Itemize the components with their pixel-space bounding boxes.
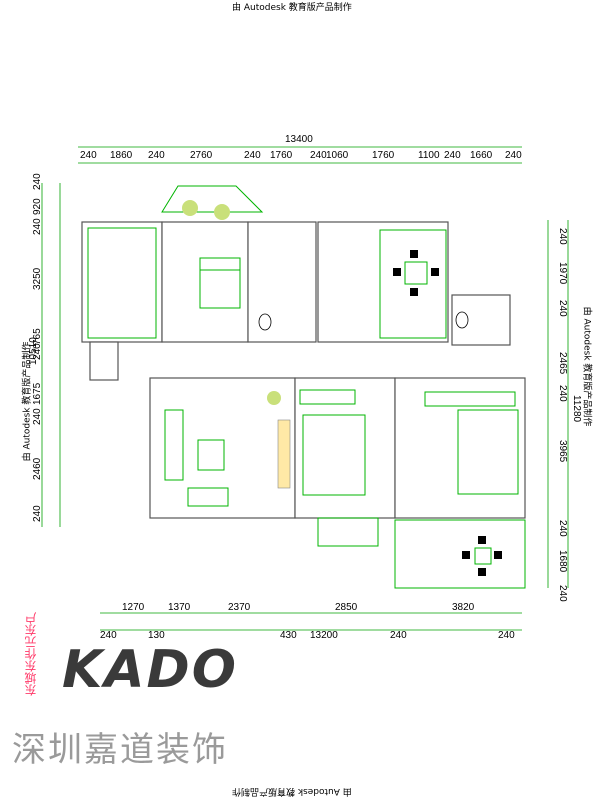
dim-bottom-seg: 130 bbox=[148, 630, 165, 641]
dim-top-seg: 240 bbox=[505, 150, 522, 161]
dim-bottom-seg: 13200 bbox=[310, 630, 338, 641]
dim-right-seg: 240 bbox=[557, 300, 568, 317]
bottom-dimension: 1270 1370 2370 2850 3820 240 130 430 13200 240 24… bbox=[100, 602, 522, 641]
walls bbox=[81, 185, 526, 589]
dim-bottom-seg: 240 bbox=[390, 630, 407, 641]
dim-top-seg: 240 bbox=[310, 150, 327, 161]
dim-right-seg: 240 bbox=[557, 585, 568, 602]
dim-right-seg: 3965 bbox=[557, 440, 568, 463]
dim-top-seg: 1060 bbox=[326, 150, 349, 161]
stamp-text: 东城东作元东户 bbox=[24, 612, 38, 696]
dim-bottom-seg: 2850 bbox=[335, 602, 358, 613]
furniture bbox=[164, 200, 519, 576]
dim-left-seg: 240 bbox=[32, 173, 43, 190]
dim-right-seg: 240 bbox=[557, 520, 568, 537]
dim-left-seg: 240 bbox=[32, 505, 43, 522]
dim-bottom-seg: 3820 bbox=[452, 602, 475, 613]
dim-top-seg: 1660 bbox=[470, 150, 493, 161]
kado-logo: KADO bbox=[62, 640, 238, 700]
dim-top-seg: 240 bbox=[80, 150, 97, 161]
dim-top-seg: 240 bbox=[444, 150, 461, 161]
dim-left-seg: 3250 bbox=[32, 267, 43, 290]
dim-left-seg: 765 bbox=[32, 328, 43, 345]
dim-top-total: 13400 bbox=[285, 134, 313, 145]
dim-top-seg: 1760 bbox=[270, 150, 293, 161]
dim-left-seg: 920 bbox=[32, 198, 43, 215]
dim-right-seg: 240 bbox=[557, 228, 568, 245]
dim-bottom-seg: 240 bbox=[100, 630, 117, 641]
dim-right-seg: 240 bbox=[557, 385, 568, 402]
dim-top-seg: 1760 bbox=[372, 150, 395, 161]
dim-bottom-seg: 430 bbox=[280, 630, 297, 641]
dim-right-seg: 1680 bbox=[557, 550, 568, 573]
dim-top-seg: 240 bbox=[148, 150, 165, 161]
dim-left-seg: 1675 bbox=[32, 382, 43, 405]
dim-right-seg: 1970 bbox=[557, 262, 568, 285]
dim-left-total: 10510 bbox=[28, 337, 39, 365]
dim-bottom-seg: 240 bbox=[498, 630, 515, 641]
dim-left-seg: 2460 bbox=[32, 457, 43, 480]
right-dimension: 11280 240 1970 240 2465 240 3965 240 1680 240 bbox=[547, 220, 582, 602]
dim-bottom-seg: 2370 bbox=[228, 602, 251, 613]
dim-top-seg: 240 bbox=[244, 150, 261, 161]
dim-left-seg: 240 bbox=[32, 218, 43, 235]
dim-left-seg: 240 bbox=[32, 343, 43, 360]
dim-left-seg: 240 bbox=[32, 408, 43, 425]
dim-bottom-seg: 1270 bbox=[122, 602, 145, 613]
company-name: 深圳嘉道装饰 bbox=[12, 730, 228, 770]
dim-bottom-seg: 1370 bbox=[168, 602, 191, 613]
dim-top-seg: 1100 bbox=[418, 150, 440, 161]
watermark-top: 由 Autodesk 教育版产品制作 bbox=[232, 3, 352, 13]
dim-top-seg: 2760 bbox=[190, 150, 213, 161]
dim-right-total: 11280 bbox=[571, 395, 582, 423]
dim-top-seg: 1860 bbox=[110, 150, 133, 161]
dim-right-seg: 2465 bbox=[557, 352, 568, 375]
